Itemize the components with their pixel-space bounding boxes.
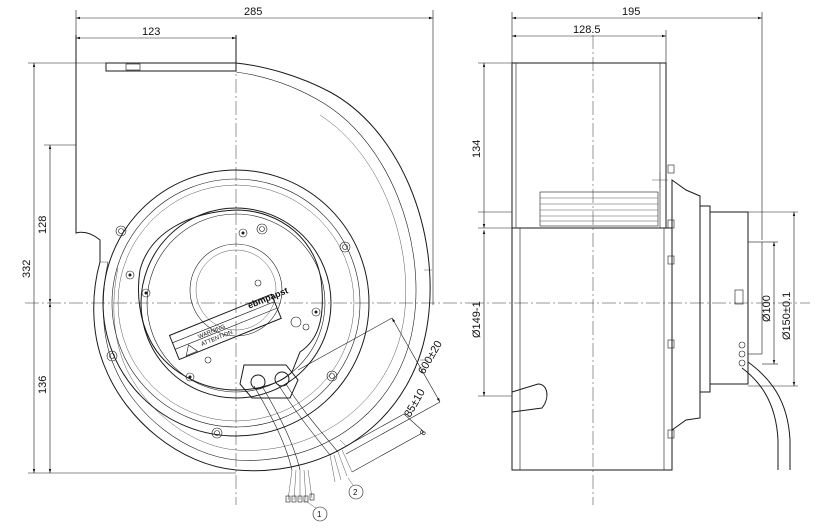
offset-label: 123 xyxy=(142,26,160,38)
cable-connector xyxy=(239,364,299,399)
scroll-housing-inner xyxy=(102,71,417,461)
width-label: 285 xyxy=(244,6,262,18)
hub-diameter-label: Ø100 xyxy=(761,295,773,322)
outer-ring xyxy=(102,169,370,437)
lower-height-label: 136 xyxy=(37,376,49,394)
scroll-housing xyxy=(75,35,431,472)
callout-1-circle xyxy=(312,506,328,522)
rotor-hub xyxy=(189,243,283,337)
cables xyxy=(253,383,353,503)
side-inlet-lip xyxy=(511,383,548,413)
upper-height-label: 128 xyxy=(37,216,49,234)
side-cable-1 xyxy=(741,367,779,470)
side-flange-plate xyxy=(699,205,711,393)
motor-terminal xyxy=(734,289,744,305)
outer-ring-inner xyxy=(111,178,361,428)
side-view: 195 128.5 134 Ø149-1 Ø100 Ø150±0.1 xyxy=(470,6,810,505)
front-view: WARNING ATTENTION ebmpapst xyxy=(21,6,470,522)
outer-mounting-holes xyxy=(106,223,351,439)
outlet-flange-top xyxy=(105,62,237,72)
motor-plate xyxy=(137,209,323,391)
wire-end-label: 8 xyxy=(418,428,428,437)
rotor-hub-inner xyxy=(195,249,277,331)
strip-length-label: 85±10 xyxy=(402,387,428,419)
motor-flange-inner xyxy=(146,213,326,393)
housing-ribs xyxy=(100,261,432,447)
cable-dimensions xyxy=(297,317,441,473)
plate-bolts xyxy=(125,228,321,382)
side-flange xyxy=(671,179,701,431)
side-outlet-grille xyxy=(539,191,659,227)
side-bolts xyxy=(667,164,746,439)
inlet-diameter-label: Ø149-1 xyxy=(471,301,483,338)
side-cable-2 xyxy=(747,361,791,470)
cable-gland-1 xyxy=(250,374,266,390)
cable-gland-2 xyxy=(274,371,290,387)
motor-cap xyxy=(747,241,763,355)
cable-length-label: 600±20 xyxy=(416,339,445,377)
flange-diameter-label: Ø150±0.1 xyxy=(781,292,793,340)
side-outlet xyxy=(511,62,667,229)
scroll-housing-edge xyxy=(113,114,407,451)
height-label: 332 xyxy=(21,260,33,278)
outlet-flange-tab xyxy=(125,63,141,71)
callout-2: 2 xyxy=(353,488,358,497)
side-housing xyxy=(511,227,673,471)
outlet-height-label: 134 xyxy=(471,140,483,158)
motor-flange xyxy=(140,207,332,399)
inlet-ring xyxy=(117,184,355,422)
depth-label: 195 xyxy=(622,6,640,18)
motor-body xyxy=(709,211,749,385)
brand-logo: ebmpapst xyxy=(246,285,289,310)
brand-text: ebmpapst xyxy=(246,285,289,310)
housing-depth-label: 128.5 xyxy=(573,24,601,36)
callout-1: 1 xyxy=(317,510,322,519)
callout-2-circle xyxy=(348,484,364,500)
